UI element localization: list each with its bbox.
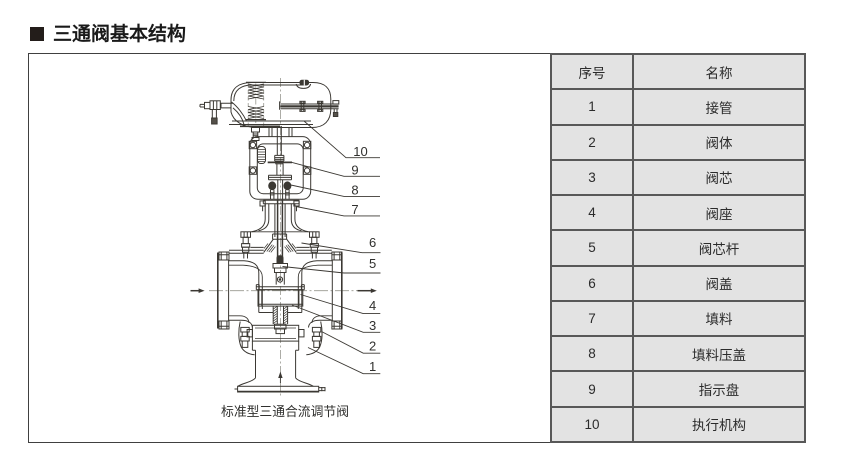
svg-text:4: 4 bbox=[369, 298, 376, 313]
svg-text:1: 1 bbox=[369, 359, 376, 374]
svg-text:8: 8 bbox=[351, 182, 358, 197]
svg-text:3: 3 bbox=[369, 318, 376, 333]
svg-text:6: 6 bbox=[369, 235, 376, 250]
svg-text:2: 2 bbox=[369, 338, 376, 353]
svg-text:标准型三通合流调节阀: 标准型三通合流调节阀 bbox=[221, 404, 349, 419]
svg-text:7: 7 bbox=[351, 202, 358, 217]
svg-text:10: 10 bbox=[353, 144, 367, 159]
svg-text:5: 5 bbox=[369, 256, 376, 271]
svg-text:9: 9 bbox=[351, 162, 358, 177]
